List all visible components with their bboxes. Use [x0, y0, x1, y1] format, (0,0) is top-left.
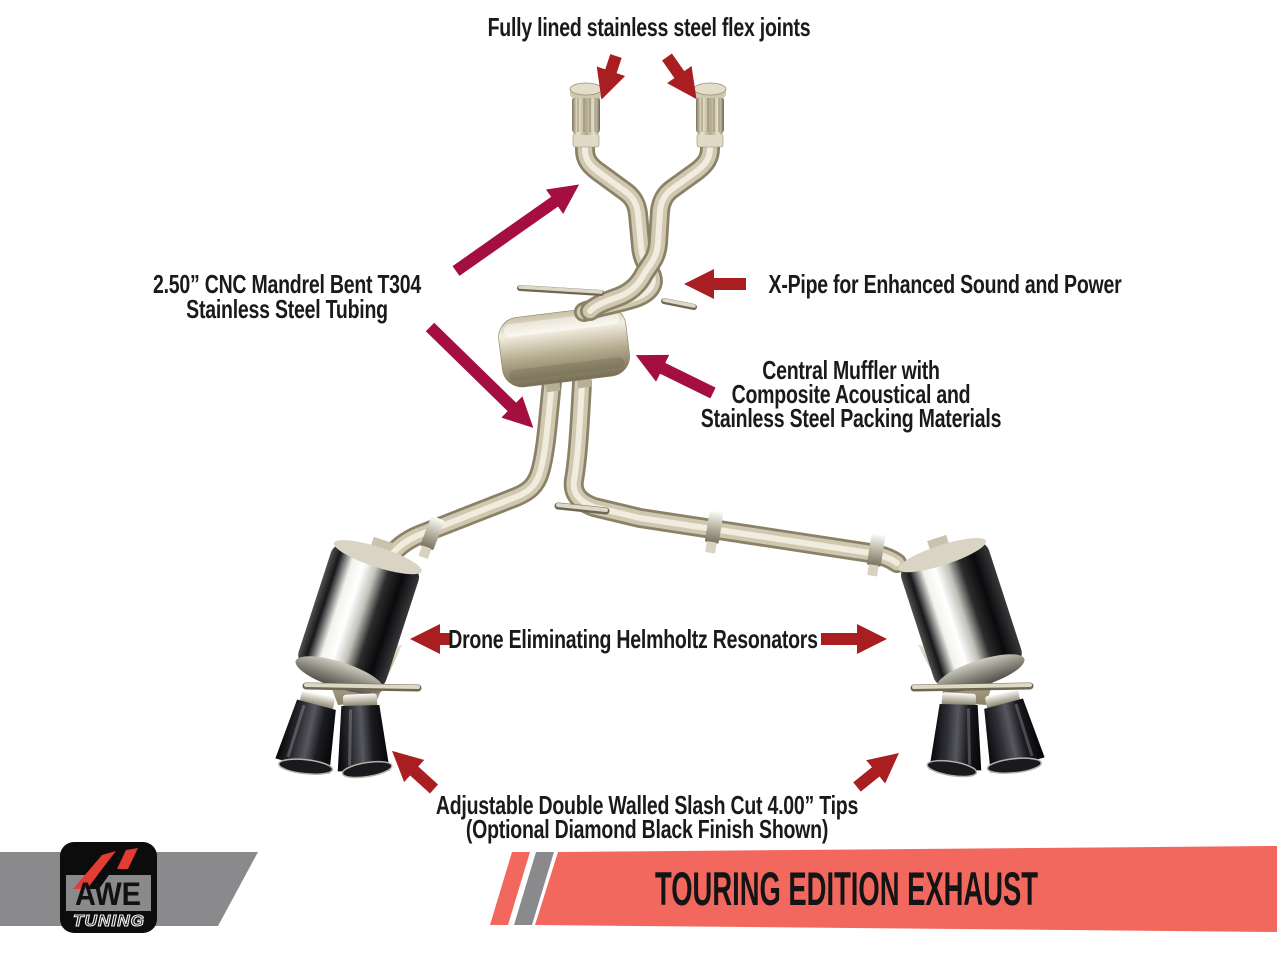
label-line: Fully lined stainless steel flex joints: [487, 12, 811, 42]
left-inner-tip: [337, 693, 393, 779]
label-line: Adjustable Double Walled Slash Cut 4.00”…: [435, 790, 859, 820]
label-line: Composite Acoustical and: [731, 379, 971, 409]
left-hanger-rod: [302, 682, 422, 692]
logo-brand-text: AWE: [75, 876, 141, 912]
label-flex-joints: Fully lined stainless steel flex joints: [424, 12, 874, 42]
arrow-tips-right-icon: [853, 753, 899, 792]
left-resonator: [295, 536, 422, 694]
left-downpipe-run: [384, 382, 552, 564]
banner-stripe-gray: [514, 852, 554, 925]
right-flex-joint: [693, 82, 727, 148]
label-x-pipe: X-Pipe for Enhanced Sound and Power: [720, 269, 1170, 299]
logo-swoosh-red-icon: [73, 851, 116, 889]
arrow-flex-right-icon: [662, 53, 697, 100]
label-line: 2.50” CNC Mandrel Bent T304: [152, 269, 422, 299]
title-banner: TOURING EDITION EXHAUST: [490, 846, 1277, 932]
awe-tuning-logo: AWE TUNING: [60, 842, 157, 933]
arrow-tips-left-icon: [392, 750, 439, 794]
annotation-arrows: [392, 53, 899, 794]
label-line: (Optional Diamond Black Finish Shown): [465, 814, 829, 844]
right-inner-tip: [926, 692, 982, 778]
label-tubing: 2.50” CNC Mandrel Bent T304 Stainless St…: [62, 269, 512, 324]
right-resonator: [898, 534, 1025, 692]
label-line: Stainless Steel Tubing: [186, 294, 388, 324]
central-muffler: [498, 306, 630, 393]
x-pipe-tubes: [584, 126, 710, 312]
label-line: X-Pipe for Enhanced Sound and Power: [768, 269, 1122, 299]
right-hanger-rod: [910, 682, 1034, 692]
label-line: Stainless Steel Packing Materials: [700, 403, 1002, 433]
banner-title: TOURING EDITION EXHAUST: [655, 862, 1038, 915]
arrow-tubing-lower-icon: [425, 322, 534, 428]
banner-stripe-salmon: [490, 852, 530, 925]
logo-swoosh-black-icon: [87, 848, 128, 889]
label-tips: Adjustable Double Walled Slash Cut 4.00”…: [422, 790, 872, 844]
label-line: Central Muffler with: [762, 355, 940, 385]
arrow-muffler-icon: [635, 354, 716, 399]
logo-swoosh-red-tip-icon: [117, 848, 138, 869]
label-line: Drone Eliminating Helmholtz Resonators: [448, 624, 818, 654]
pipe-clamp: [705, 510, 724, 554]
banner-background: [535, 846, 1277, 932]
label-resonators: Drone Eliminating Helmholtz Resonators: [408, 624, 858, 654]
left-outer-tip: [275, 690, 336, 775]
pipe-clamp: [867, 533, 886, 577]
logo-sub-text: TUNING: [73, 913, 145, 930]
pipe-clamp: [418, 516, 445, 559]
arrow-tubing-upper-icon: [452, 184, 580, 276]
muffler-hanger-rods: [517, 285, 697, 310]
center-bracket: [554, 502, 610, 515]
arrow-flex-left-icon: [596, 54, 626, 100]
left-flex-joint: [569, 82, 603, 148]
right-outer-tip: [984, 689, 1045, 774]
label-central-muffler: Central Muffler with Composite Acoustica…: [626, 355, 1076, 433]
